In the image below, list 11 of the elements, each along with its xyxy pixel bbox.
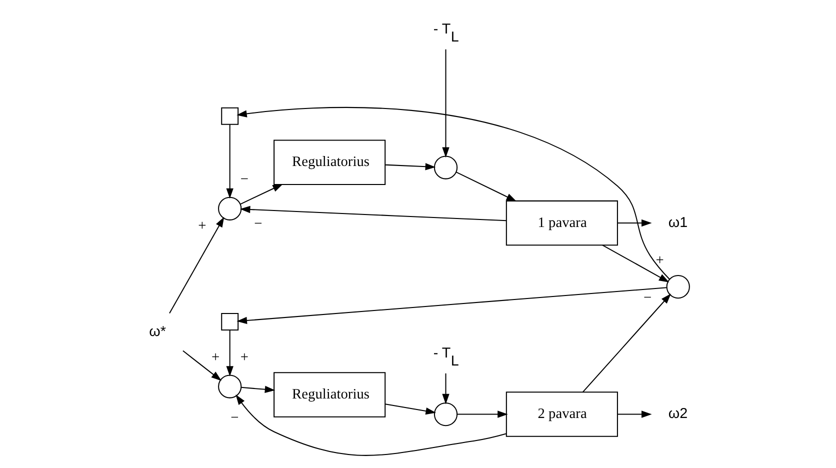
- edge-label: −: [230, 410, 239, 426]
- edge-label: −: [254, 216, 262, 232]
- node-text: ω2: [668, 406, 688, 422]
- node-text: ω*: [149, 324, 166, 340]
- edge-label: +: [656, 252, 664, 268]
- edge-label: +: [240, 349, 248, 366]
- edge-label: +: [212, 350, 220, 366]
- node-text: ω1: [668, 214, 688, 231]
- edge-label: −: [240, 172, 248, 188]
- edge-label: −: [644, 290, 652, 306]
- edge-label: +: [198, 218, 206, 234]
